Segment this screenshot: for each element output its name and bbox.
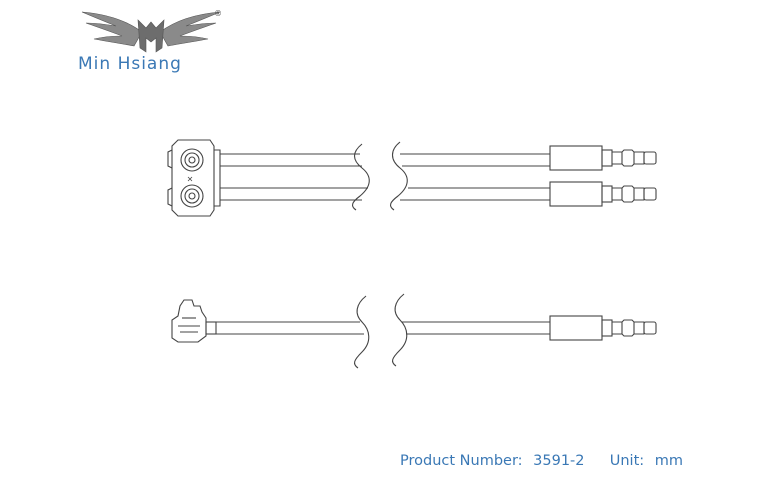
cable-break-symbol-bottom xyxy=(353,293,408,369)
terminal-lower xyxy=(549,181,657,207)
product-number-value: 3591-2 xyxy=(533,453,585,469)
right-angle-connector-housing xyxy=(171,299,217,343)
dual-connector-housing xyxy=(167,139,221,217)
product-number-label: Product Number: xyxy=(400,453,523,469)
top-wire-upper-left xyxy=(220,153,362,167)
unit-label: Unit: xyxy=(609,453,645,469)
top-wire-lower-left xyxy=(220,187,368,201)
unit-value: mm xyxy=(654,453,683,469)
min-hsiang-logo xyxy=(81,11,221,53)
terminal-single xyxy=(549,315,657,341)
product-info: Product Number: 3591-2 Unit: mm xyxy=(400,453,683,469)
terminal-upper xyxy=(549,145,657,171)
registered-mark: ® xyxy=(214,9,222,18)
bottom-wire-left xyxy=(216,321,364,335)
cable-break-symbol-top xyxy=(351,141,408,211)
brand-name: Min Hsiang xyxy=(78,54,182,74)
